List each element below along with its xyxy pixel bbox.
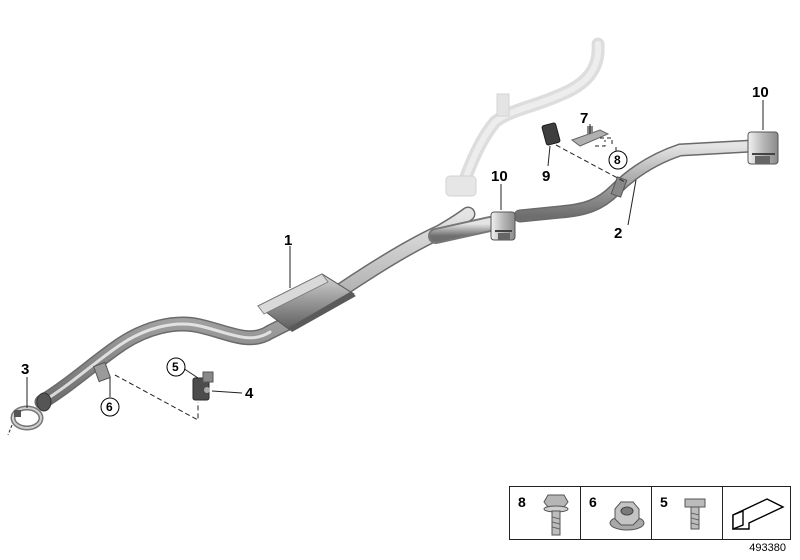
callout-10-right: 10 — [752, 84, 769, 101]
legend-cell-5: 5 — [651, 486, 723, 540]
circled-callout-6: 6 — [100, 397, 120, 417]
hanger-part-4 — [92, 361, 214, 401]
svg-text:8: 8 — [614, 153, 621, 167]
flange-bolt-icon — [543, 494, 569, 536]
callout-2: 2 — [614, 225, 622, 242]
svg-text:5: 5 — [172, 360, 179, 374]
legend-cell-8: 8 — [509, 486, 581, 540]
clamp-part-10-middle — [490, 211, 516, 241]
hex-nut-icon — [609, 501, 645, 531]
legend-cell-6: 6 — [580, 486, 652, 540]
legend-number: 8 — [518, 494, 526, 510]
circled-callout-5: 5 — [166, 357, 186, 377]
svg-text:6: 6 — [106, 400, 113, 414]
ghost-front-pipe — [445, 37, 605, 197]
rear-pipe-part-2 — [513, 139, 759, 223]
callout-1: 1 — [284, 232, 292, 249]
clamp-part-10-right — [747, 131, 779, 165]
reference-number: 493380 — [749, 542, 786, 554]
legend-cell-arrow — [722, 486, 791, 540]
callout-9: 9 — [542, 168, 550, 185]
cut-arrow-icon — [732, 498, 785, 531]
parts-legend: 8 6 5 — [509, 486, 791, 540]
main-pipe-part-1 — [34, 206, 498, 412]
callout-3: 3 — [21, 361, 29, 378]
callout-7: 7 — [580, 110, 588, 127]
legend-number: 6 — [589, 494, 597, 510]
legend-number: 5 — [660, 494, 668, 510]
clamp-part-3 — [10, 405, 44, 431]
center-muffler — [257, 273, 356, 332]
hanger-part-9 — [541, 122, 561, 146]
circled-callout-8: 8 — [608, 150, 628, 170]
callout-4: 4 — [245, 385, 254, 402]
screw-icon — [684, 498, 706, 530]
callout-10-middle: 10 — [491, 168, 508, 185]
